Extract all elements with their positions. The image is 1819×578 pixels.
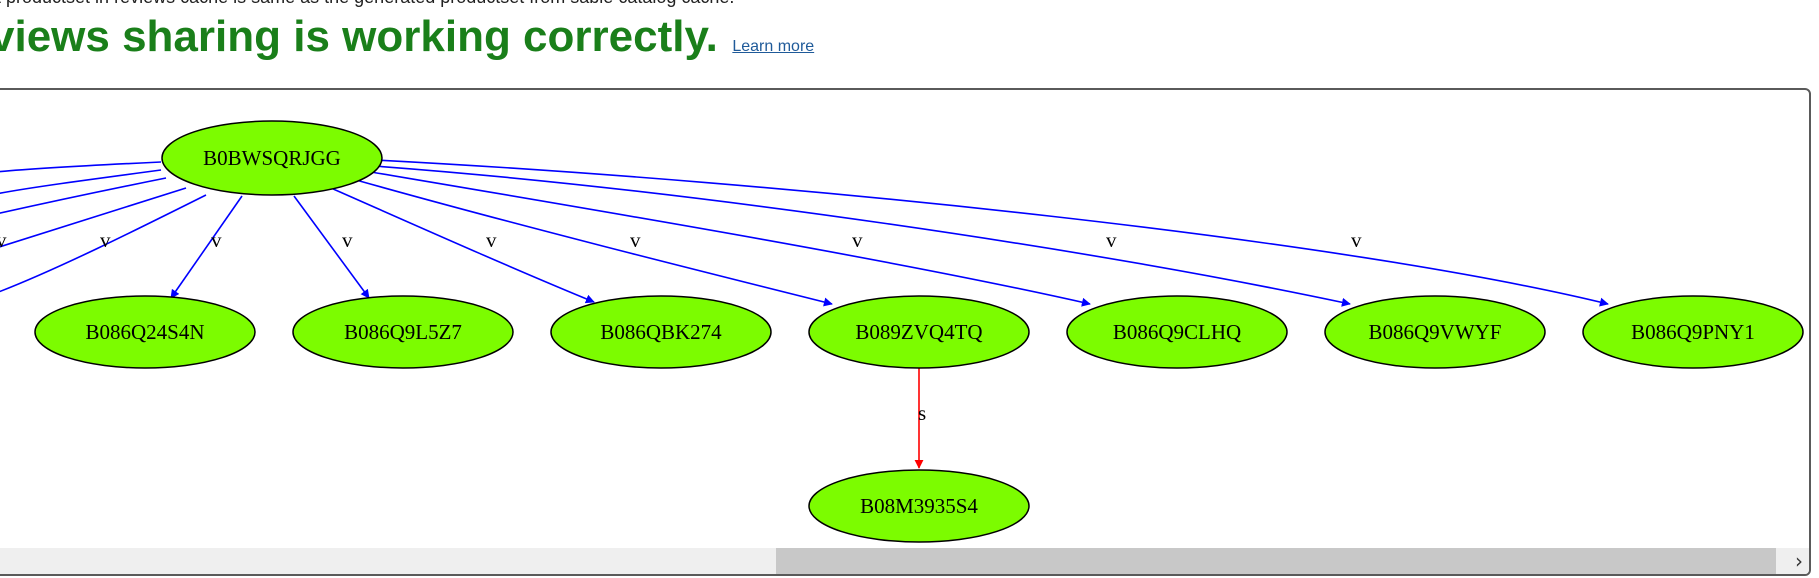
edge-label-v: v <box>100 228 111 252</box>
edge-offscreen-1 <box>0 161 162 173</box>
edge-label-v: v <box>486 228 497 252</box>
node-label: B0BWSQRJGG <box>203 146 341 170</box>
graph-node-root[interactable]: B0BWSQRJGG <box>161 120 383 196</box>
node-label: B086Q24S4N <box>85 320 204 344</box>
edge-label-v: v <box>630 228 641 252</box>
graph-panel[interactable]: v v v v v v v v v s B0BWSQRJGG B086Q24S4… <box>0 88 1811 576</box>
node-label: B086Q9CLHQ <box>1113 320 1241 344</box>
edge-label-v: v <box>1351 228 1362 252</box>
node-label: B08M3935S4 <box>860 494 978 518</box>
edge-offscreen-2 <box>0 169 162 195</box>
edge-root-child-4 <box>355 179 833 307</box>
graph-canvas: v v v v v v v v v s B0BWSQRJGG B086Q24S4… <box>0 120 1804 543</box>
node-label: B086Q9VWYF <box>1368 320 1501 344</box>
edge-root-child-6 <box>373 165 1351 307</box>
graph-node[interactable]: B086Q9L5Z7 <box>292 295 514 369</box>
node-label: B086Q9PNY1 <box>1631 320 1755 344</box>
edge-label-v: v <box>211 228 222 252</box>
horizontal-scrollbar[interactable]: › <box>0 548 1809 574</box>
node-label: B089ZVQ4TQ <box>855 320 982 344</box>
edge-label-v: v <box>1106 228 1117 252</box>
graph-node[interactable]: B086Q24S4N <box>34 295 256 369</box>
edge-root-child-3 <box>330 187 595 304</box>
scroll-right-icon[interactable]: › <box>1795 549 1803 573</box>
edge-label-v: v <box>0 228 7 252</box>
edge-root-child-1 <box>170 195 243 299</box>
node-label: B086QBK274 <box>600 320 722 344</box>
scrollbar-thumb[interactable] <box>776 548 1776 574</box>
status-message: views sharing is working correctly. <box>0 12 718 61</box>
status-row: views sharing is working correctly. Lear… <box>0 12 814 62</box>
edge-root-child-5 <box>370 171 1091 307</box>
node-label: B086Q9L5Z7 <box>344 320 462 344</box>
info-note: t productset in reviews cache is same as… <box>0 0 734 8</box>
graph-node-grandchild[interactable]: B08M3935S4 <box>808 469 1030 543</box>
graph-node[interactable]: B089ZVQ4TQ <box>808 295 1030 369</box>
graph-node[interactable]: B086Q9CLHQ <box>1066 295 1288 369</box>
edge-label-v: v <box>852 228 863 252</box>
edge-label-s: s <box>918 401 926 425</box>
edge-offscreen-4 <box>0 187 187 248</box>
edge-offscreen-3 <box>0 177 167 214</box>
edge-root-child-7 <box>375 159 1609 307</box>
graph-node[interactable]: B086QBK274 <box>550 295 772 369</box>
graph-node[interactable]: B086Q9PNY1 <box>1582 295 1804 369</box>
graph-node[interactable]: B086Q9VWYF <box>1324 295 1546 369</box>
learn-more-link[interactable]: Learn more <box>732 38 815 55</box>
edge-offscreen-5 <box>0 194 207 293</box>
edge-label-v: v <box>342 228 353 252</box>
edge-root-child-2 <box>293 195 370 299</box>
